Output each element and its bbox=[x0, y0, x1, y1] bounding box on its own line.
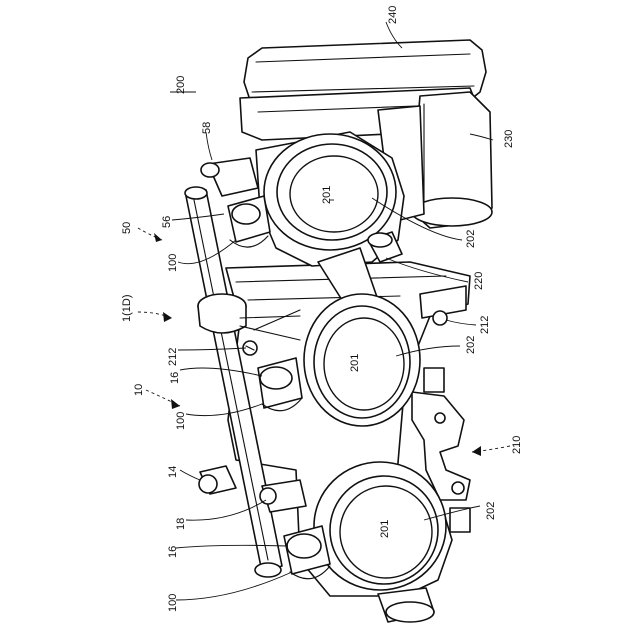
ref-label-202-middle: 202 bbox=[465, 336, 477, 354]
ref-label-16-middle: 16 bbox=[169, 372, 181, 384]
ref-label-50: 50 bbox=[121, 222, 133, 234]
ref-label-100-upper: 100 bbox=[167, 254, 179, 272]
ref-label-230: 230 bbox=[503, 130, 515, 148]
ref-label-14: 14 bbox=[167, 466, 179, 478]
ref-label-240: 240 bbox=[387, 6, 399, 24]
ref-label-220: 220 bbox=[473, 272, 485, 290]
ref-label-100-middle: 100 bbox=[175, 412, 187, 430]
ref-label-212-left: 212 bbox=[167, 348, 179, 366]
injector-port-upper bbox=[228, 196, 270, 247]
fuel-inlet-14 bbox=[199, 466, 236, 494]
ref-label-56: 56 bbox=[161, 216, 173, 228]
ref-label-202-upper: 202 bbox=[465, 230, 477, 248]
ref-label-212-right: 212 bbox=[479, 316, 491, 334]
ref-label-202-lower: 202 bbox=[485, 502, 497, 520]
ref-label-1-1d: 1(1D) bbox=[121, 294, 133, 322]
ref-label-201-middle: 201 bbox=[349, 354, 361, 372]
ref-label-201-upper: 201 bbox=[321, 186, 333, 204]
ref-label-210: 210 bbox=[511, 436, 523, 454]
ref-label-18: 18 bbox=[175, 518, 187, 530]
pressure-sensor-58 bbox=[201, 158, 258, 196]
ref-label-58: 58 bbox=[201, 122, 213, 134]
ref-label-201-lower: 201 bbox=[379, 520, 391, 538]
ref-label-200: 200 bbox=[175, 76, 187, 94]
ref-label-16-lower: 16 bbox=[167, 546, 179, 558]
ref-label-100-lower: 100 bbox=[167, 594, 179, 612]
ref-label-10: 10 bbox=[133, 384, 145, 396]
